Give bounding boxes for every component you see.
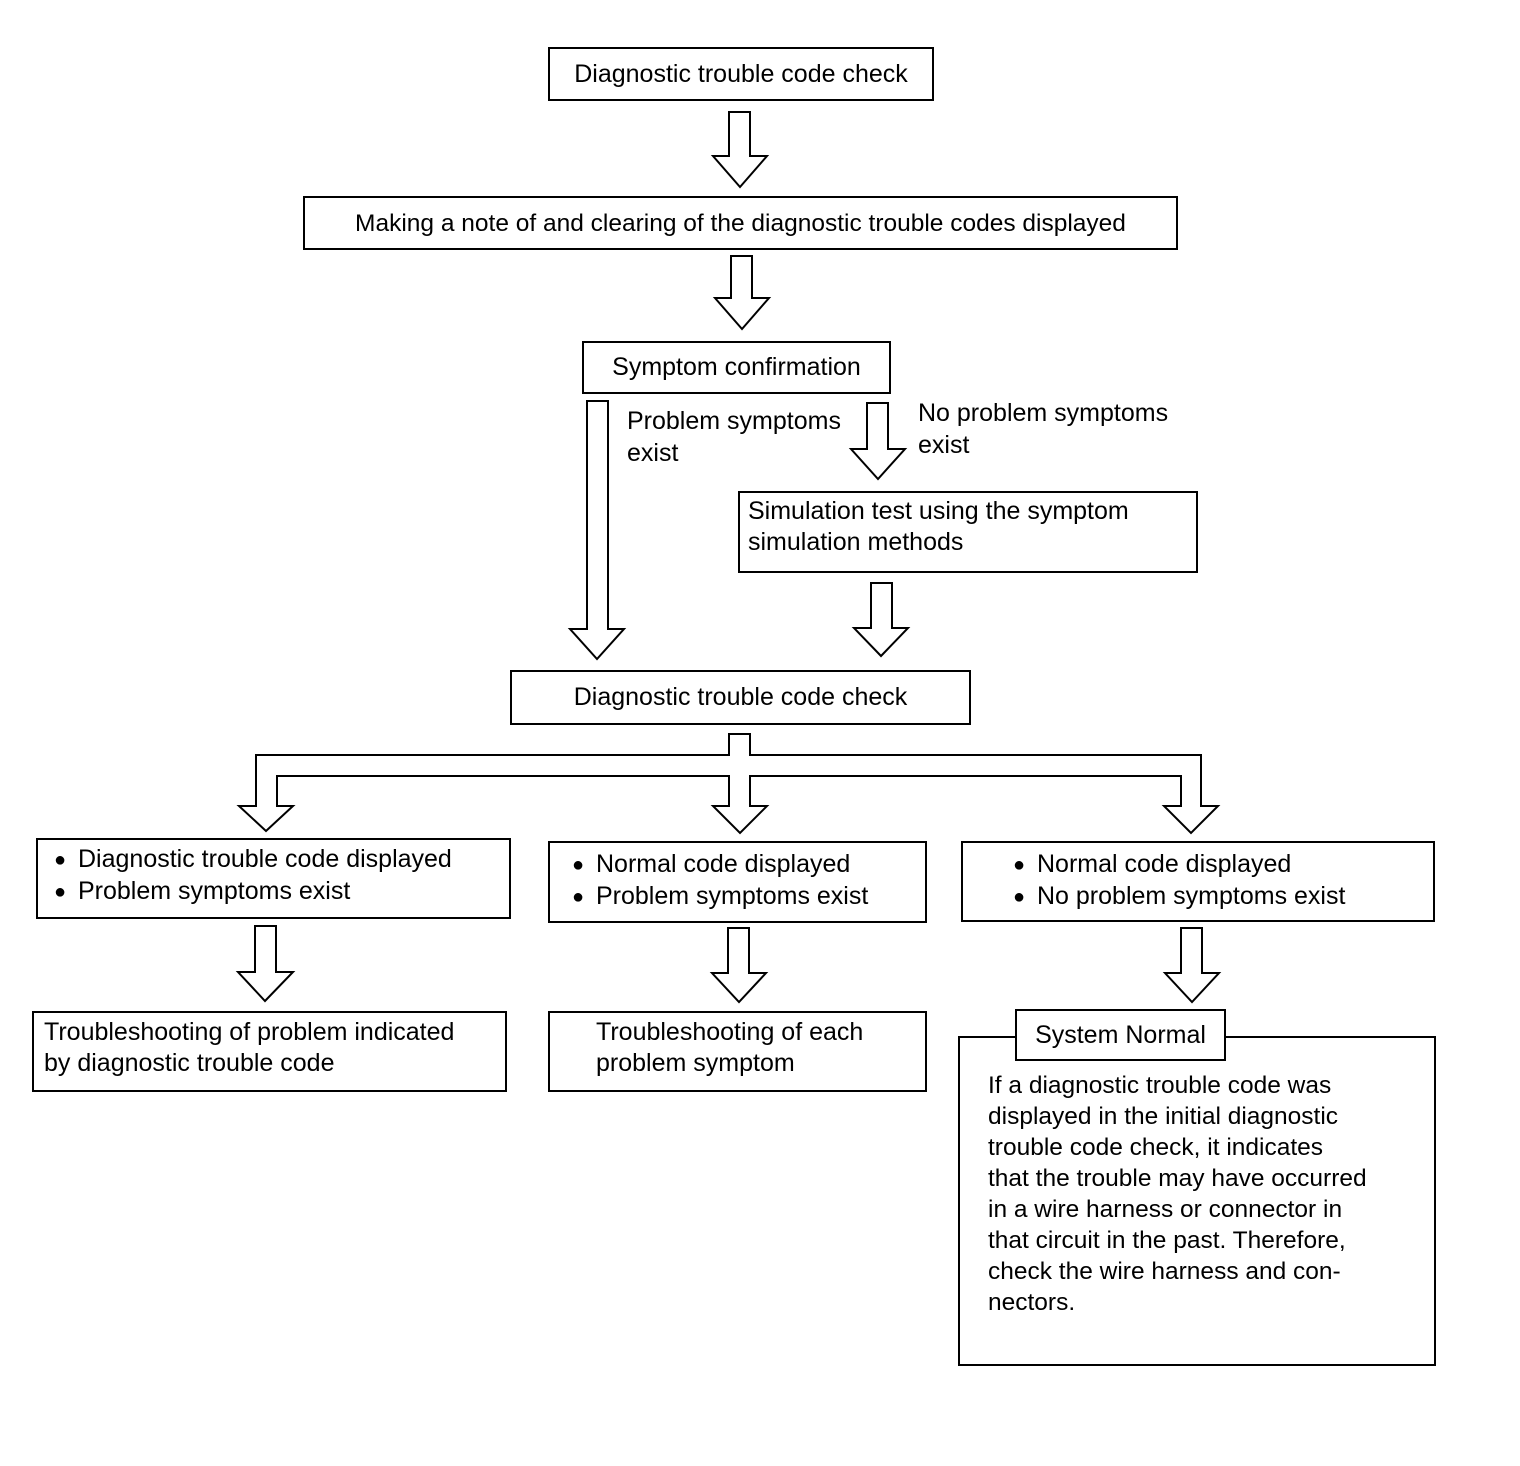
note-and-clear-box: Making a note of and clearing of the dia… — [303, 196, 1178, 250]
arrow-no-problem — [848, 402, 908, 481]
symptom-confirmation-label: Symptom confirmation — [612, 353, 861, 381]
note-line-3: trouble code check, it indicates — [988, 1134, 1324, 1161]
system-normal-title-box: System Normal — [1015, 1009, 1226, 1061]
arrow-problem-exists — [567, 400, 627, 661]
action-left-line-2: by diagnostic trouble code — [44, 1049, 335, 1077]
result-left-line-2: Problem symptoms exist — [54, 876, 509, 908]
note-line-4: that the trouble may have occurred — [988, 1165, 1367, 1192]
arrow-result-middle — [709, 927, 769, 1004]
second-check-label: Diagnostic trouble code check — [573, 683, 908, 711]
result-left-line-1: Diagnostic trouble code displayed — [54, 844, 509, 876]
result-right-box: Normal code displayed No problem symptom… — [961, 841, 1435, 922]
note-line-2: displayed in the initial diagnostic — [988, 1103, 1339, 1130]
result-right-line-1: Normal code displayed — [1013, 849, 1433, 881]
symptom-confirmation-box: Symptom confirmation — [582, 341, 891, 394]
result-middle-line-1: Normal code displayed — [572, 849, 925, 881]
note-line-8: nectors. — [988, 1289, 1076, 1316]
no-problem-line-1: No problem symptoms — [918, 399, 1169, 427]
no-problem-line-2: exist — [918, 431, 970, 459]
note-line-1: If a diagnostic trouble code was — [988, 1072, 1332, 1099]
result-middle-line-2: Problem symptoms exist — [572, 881, 925, 913]
action-left-line-1: Troubleshooting of problem indicated — [44, 1018, 455, 1046]
system-normal-note: If a diagnostic trouble code was display… — [988, 1070, 1406, 1318]
note-and-clear-label: Making a note of and clearing of the dia… — [355, 209, 1126, 237]
system-normal-note-box: If a diagnostic trouble code was display… — [958, 1036, 1436, 1366]
arrow-check-to-note — [710, 111, 770, 189]
action-middle-box: Troubleshooting of each problem symptom — [548, 1011, 927, 1092]
initial-check-label: Diagnostic trouble code check — [574, 59, 908, 88]
action-middle-line-1: Troubleshooting of each — [596, 1018, 864, 1046]
problem-exists-line-2: exist — [627, 439, 679, 467]
simulation-test-line-1: Simulation test using the symptom — [748, 497, 1129, 525]
arrow-branch-left — [236, 733, 1221, 835]
result-left-box: Diagnostic trouble code displayed Proble… — [36, 838, 511, 919]
note-line-6: that circuit in the past. Therefore, — [988, 1227, 1346, 1254]
note-line-5: in a wire harness or connector in — [988, 1196, 1343, 1223]
arrow-result-right — [1162, 927, 1222, 1004]
action-middle-line-2: problem symptom — [596, 1049, 795, 1077]
second-check-box: Diagnostic trouble code check — [510, 670, 971, 725]
result-middle-box: Normal code displayed Problem symptoms e… — [548, 841, 927, 923]
problem-exists-line-1: Problem symptoms — [627, 407, 841, 435]
arrow-note-to-symptom — [712, 255, 772, 331]
initial-check-box: Diagnostic trouble code check — [548, 47, 934, 101]
result-right-line-2: No problem symptoms exist — [1013, 881, 1433, 913]
arrow-result-left — [235, 925, 296, 1003]
system-normal-title: System Normal — [1035, 1020, 1206, 1049]
note-line-7: check the wire harness and con- — [988, 1258, 1341, 1285]
simulation-test-box: Simulation test using the symptom simula… — [738, 491, 1198, 573]
simulation-test-line-2: simulation methods — [748, 528, 964, 556]
arrow-simulation-to-check — [851, 582, 911, 658]
problem-exists-label: Problem symptoms exist — [627, 405, 841, 469]
action-left-box: Troubleshooting of problem indicated by … — [32, 1011, 507, 1092]
no-problem-label: No problem symptoms exist — [918, 397, 1168, 461]
